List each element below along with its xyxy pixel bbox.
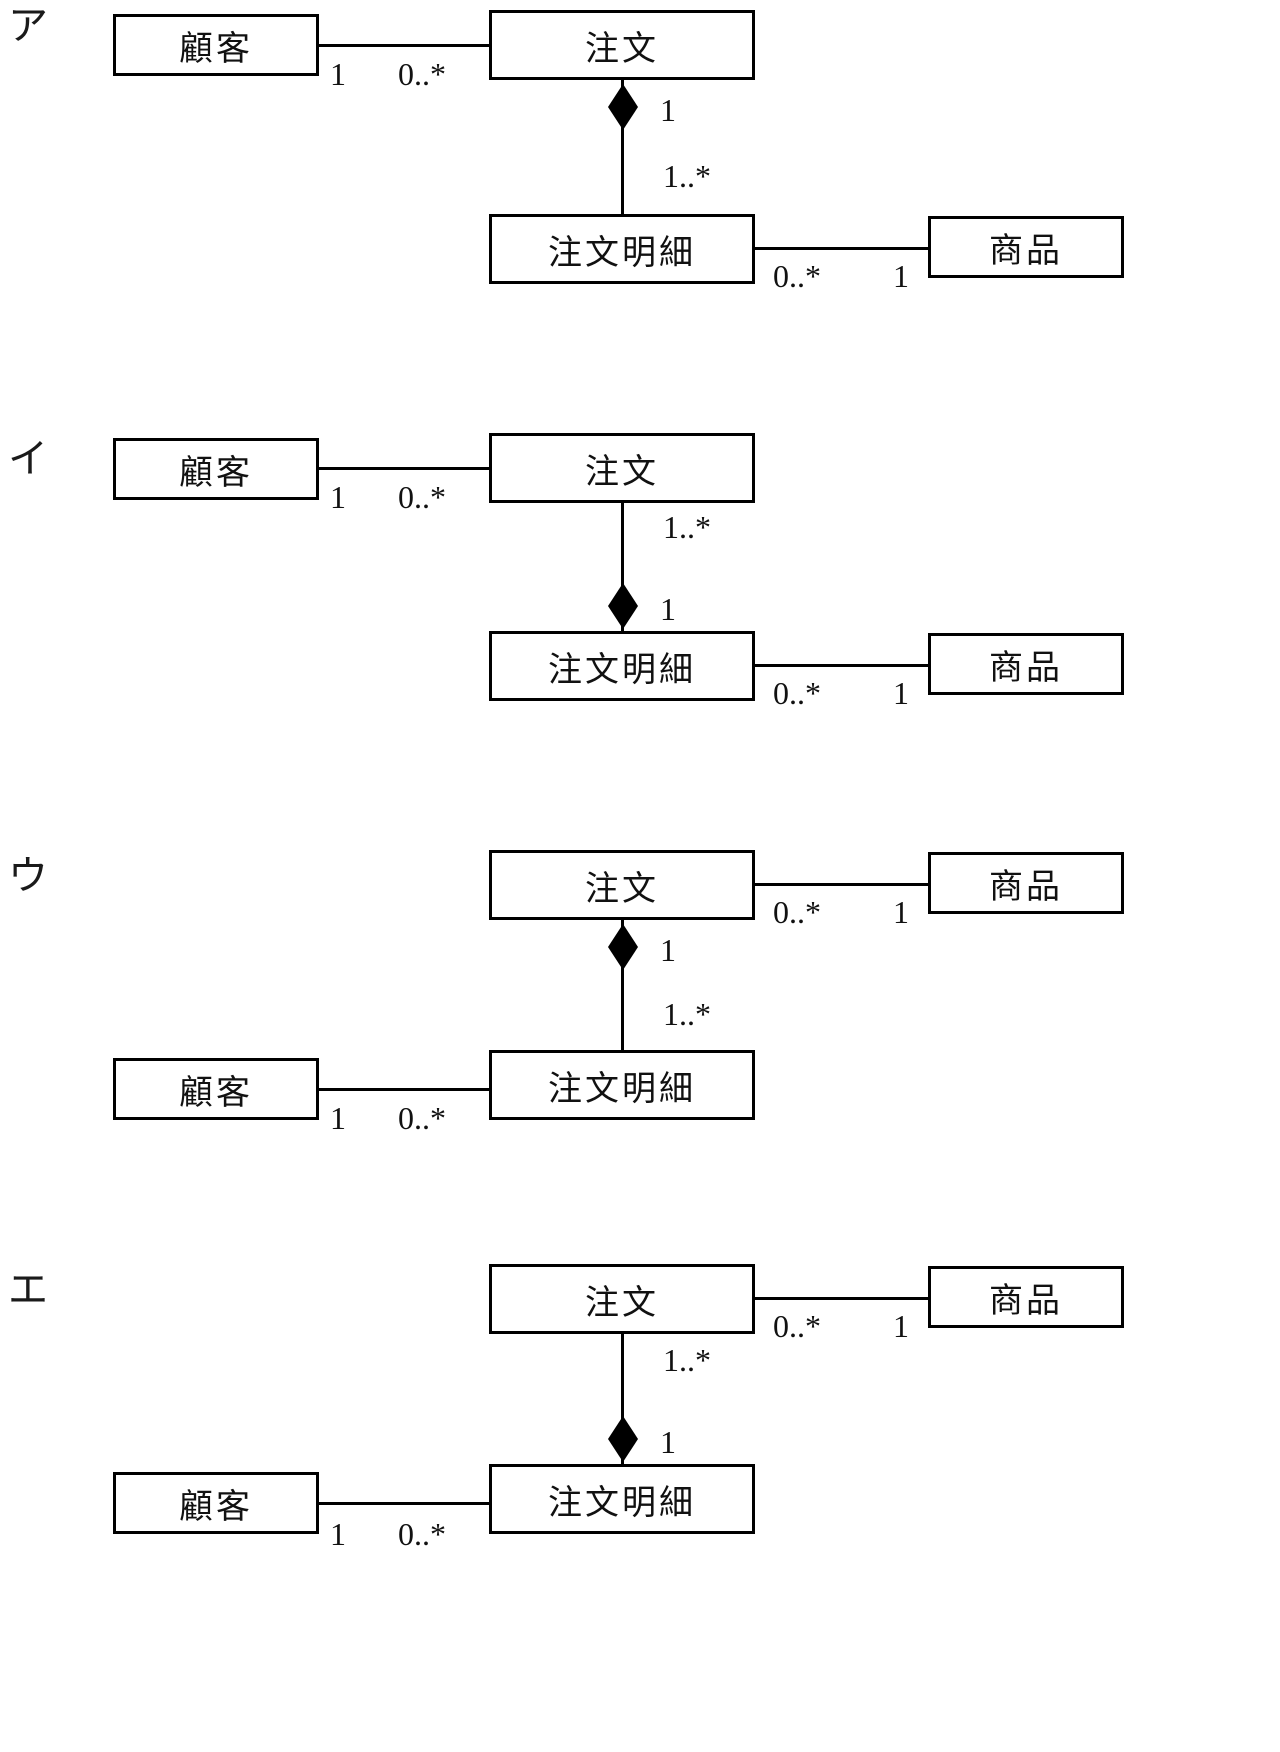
multiplicity-at-order: 0..* [773, 894, 821, 930]
order-detail-class-box: 注文明細 [489, 631, 755, 701]
multiplicity-at-order-detail: 0..* [398, 1100, 446, 1136]
customer-order-association-line [319, 44, 489, 47]
order-detail-composition-line [621, 503, 624, 631]
customer-class-box: 顧客 [113, 438, 319, 500]
multiplicity-at-composition-part: 1..* [663, 158, 711, 194]
customer-class-name: 顧客 [179, 1488, 253, 1526]
order-detail-class-box: 注文明細 [489, 1050, 755, 1120]
order-detail-composition-line [621, 1334, 624, 1464]
composition-diamond-icon [608, 84, 638, 130]
multiplicity-at-order: 0..* [398, 56, 446, 92]
product-class-name: 商品 [989, 1282, 1063, 1320]
customer-detail-association-line [319, 1088, 489, 1091]
product-class-name: 商品 [989, 649, 1063, 687]
multiplicity-at-composition-whole: 1 [660, 92, 676, 128]
multiplicity-at-product: 1 [893, 1308, 909, 1344]
option-a-diagram: ア 顧客 注文 1 0..* 1 1..* 注文明細 商品 0..* 1 [0, 0, 1280, 360]
option-u-label: ウ [8, 853, 48, 898]
option-e-label: エ [8, 1267, 48, 1312]
detail-product-association-line [755, 247, 928, 250]
multiplicity-at-customer: 1 [330, 56, 346, 92]
option-i-diagram: イ 顧客 注文 1 0..* 1..* 1 注文明細 商品 0..* 1 [0, 425, 1280, 770]
order-detail-class-name: 注文明細 [548, 651, 696, 689]
order-class-box: 注文 [489, 433, 755, 503]
order-detail-class-name: 注文明細 [548, 1484, 696, 1522]
customer-class-box: 顧客 [113, 14, 319, 76]
multiplicity-at-order-detail: 0..* [773, 258, 821, 294]
option-a-label: ア [8, 3, 48, 48]
composition-diamond-icon [608, 1416, 638, 1462]
product-class-name: 商品 [989, 232, 1063, 270]
multiplicity-at-order-detail: 0..* [773, 675, 821, 711]
detail-product-association-line [755, 664, 928, 667]
order-product-association-line [755, 1297, 928, 1300]
order-class-box: 注文 [489, 10, 755, 80]
order-class-box: 注文 [489, 850, 755, 920]
multiplicity-at-order: 0..* [398, 479, 446, 515]
multiplicity-at-customer: 1 [330, 479, 346, 515]
order-class-box: 注文 [489, 1264, 755, 1334]
order-detail-class-name: 注文明細 [548, 234, 696, 272]
composition-diamond-icon [608, 583, 638, 629]
order-product-association-line [755, 883, 928, 886]
product-class-box: 商品 [928, 1266, 1124, 1328]
multiplicity-at-customer: 1 [330, 1100, 346, 1136]
multiplicity-at-composition-part: 1..* [663, 1342, 711, 1378]
order-class-name: 注文 [585, 30, 659, 68]
customer-class-box: 顧客 [113, 1058, 319, 1120]
order-detail-class-name: 注文明細 [548, 1070, 696, 1108]
order-detail-class-box: 注文明細 [489, 214, 755, 284]
order-detail-class-box: 注文明細 [489, 1464, 755, 1534]
order-class-name: 注文 [585, 1284, 659, 1322]
multiplicity-at-composition-part: 1..* [663, 996, 711, 1032]
customer-class-box: 顧客 [113, 1472, 319, 1534]
multiplicity-at-composition-part: 1..* [663, 509, 711, 545]
customer-order-association-line [319, 467, 489, 470]
customer-detail-association-line [319, 1502, 489, 1505]
multiplicity-at-product: 1 [893, 258, 909, 294]
order-detail-composition-line [621, 920, 624, 1050]
multiplicity-at-order: 0..* [773, 1308, 821, 1344]
product-class-box: 商品 [928, 852, 1124, 914]
multiplicity-at-order-detail: 0..* [398, 1516, 446, 1552]
multiplicity-at-composition-whole: 1 [660, 1424, 676, 1460]
product-class-name: 商品 [989, 868, 1063, 906]
multiplicity-at-product: 1 [893, 675, 909, 711]
order-class-name: 注文 [585, 870, 659, 908]
product-class-box: 商品 [928, 633, 1124, 695]
multiplicity-at-customer: 1 [330, 1516, 346, 1552]
multiplicity-at-composition-whole: 1 [660, 932, 676, 968]
customer-class-name: 顧客 [179, 454, 253, 492]
multiplicity-at-product: 1 [893, 894, 909, 930]
option-u-diagram: ウ 注文 商品 0..* 1 1 1..* 注文明細 顧客 1 0..* [0, 848, 1280, 1193]
order-detail-composition-line [621, 80, 624, 214]
multiplicity-at-composition-whole: 1 [660, 591, 676, 627]
composition-diamond-icon [608, 924, 638, 970]
order-class-name: 注文 [585, 453, 659, 491]
product-class-box: 商品 [928, 216, 1124, 278]
option-i-label: イ [8, 436, 48, 481]
option-e-diagram: エ 注文 商品 0..* 1 1..* 1 注文明細 顧客 1 0..* [0, 1262, 1280, 1592]
customer-class-name: 顧客 [179, 30, 253, 68]
customer-class-name: 顧客 [179, 1074, 253, 1112]
